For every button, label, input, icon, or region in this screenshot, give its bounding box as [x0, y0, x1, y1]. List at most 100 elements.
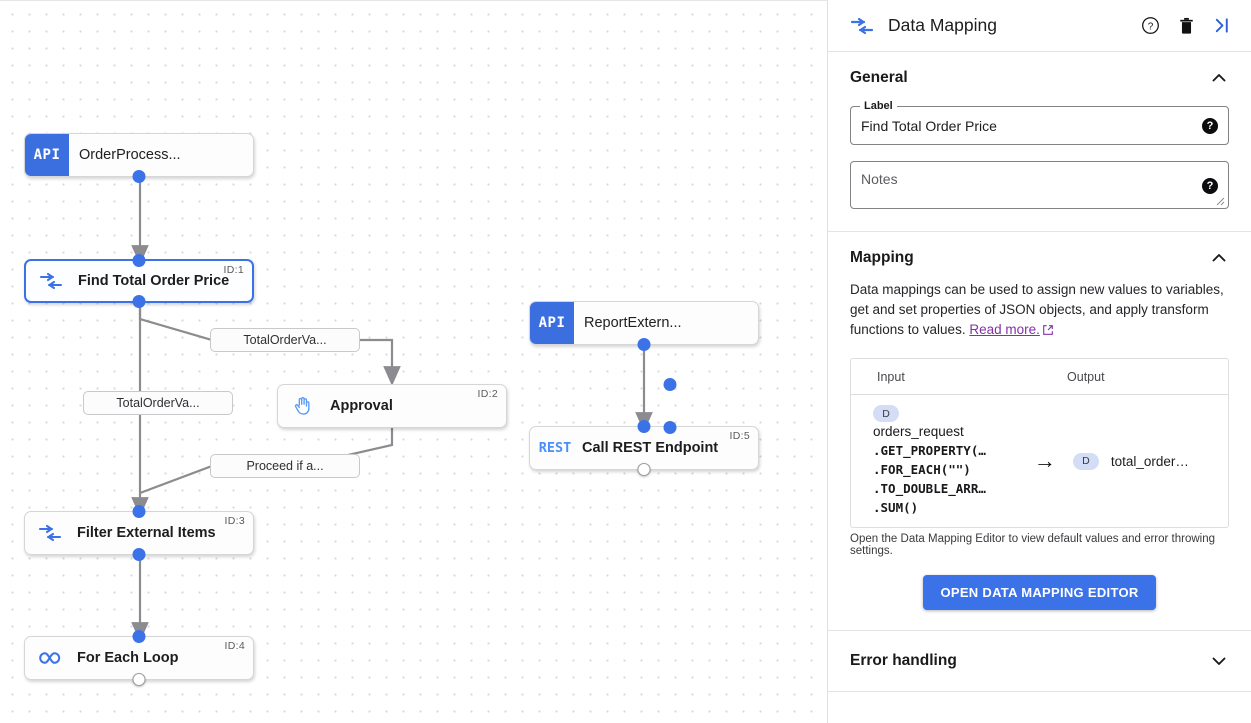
output-port[interactable]: [637, 338, 651, 351]
api-badge: API: [530, 302, 574, 344]
output-type-chip: D: [1072, 452, 1099, 470]
data-mapping-icon: [25, 524, 75, 542]
edge-label-text: TotalOrderVa...: [243, 333, 327, 347]
edge-label-proceed[interactable]: Proceed if a...: [210, 454, 360, 478]
input-port[interactable]: [132, 254, 146, 267]
panel-title: Data Mapping: [888, 15, 997, 35]
node-id-tag: ID:1: [223, 264, 244, 276]
mapping-table-row[interactable]: D orders_request .GET_PROPERTY(… .FOR_EA…: [851, 395, 1228, 527]
mapping-hint: Open the Data Mapping Editor to view def…: [850, 533, 1216, 557]
edge-label-text: TotalOrderVa...: [116, 396, 200, 410]
node-id-tag: ID:5: [729, 430, 750, 442]
general-section: General Label Find Total Order Price ? N…: [828, 52, 1251, 231]
node-id-tag: ID:2: [477, 388, 498, 400]
node-find-total-order-price[interactable]: Find Total Order Price ID:1: [24, 254, 254, 308]
trash-icon[interactable]: [1171, 11, 1201, 41]
output-port[interactable]: [132, 295, 146, 308]
node-label: Approval: [330, 398, 393, 414]
input-expression-line: .SUM(): [873, 500, 919, 515]
output-port[interactable]: [663, 421, 677, 434]
general-title: General: [850, 69, 908, 86]
node-label: For Each Loop: [77, 650, 179, 666]
node-for-each-loop[interactable]: For Each Loop ID:4: [24, 630, 254, 686]
properties-panel: Data Mapping ? General Label Find Total …: [828, 0, 1251, 723]
edge-label-text: Proceed if a...: [246, 459, 324, 473]
notes-field[interactable]: Notes ?: [850, 161, 1229, 209]
edge-label-totalordervalue-1[interactable]: TotalOrderVa...: [210, 328, 360, 352]
output-port[interactable]: [132, 170, 146, 183]
input-expression: orders_request .GET_PROPERTY(… .FOR_EACH…: [873, 422, 1017, 517]
node-approval[interactable]: Approval ID:2: [277, 378, 677, 434]
panel-header: Data Mapping ?: [828, 0, 1251, 52]
notes-help-icon[interactable]: ?: [1202, 178, 1218, 194]
chevron-up-icon[interactable]: [1209, 248, 1229, 268]
mapping-description-block: Data mappings can be used to assign new …: [840, 280, 1239, 342]
chevron-up-icon[interactable]: [1209, 68, 1229, 88]
data-mapping-icon: [850, 17, 874, 35]
input-type-chip: D: [873, 405, 899, 422]
error-handling-section: Error handling: [828, 631, 1251, 691]
error-handling-title: Error handling: [850, 652, 957, 669]
node-id-tag: ID:3: [224, 515, 245, 527]
input-port[interactable]: [637, 420, 651, 433]
node-api-orderprocess[interactable]: API OrderProcess...: [24, 133, 254, 183]
input-expression-line: .FOR_EACH(""): [873, 462, 971, 477]
loop-icon: [25, 650, 75, 666]
mapping-input-cell[interactable]: D orders_request .GET_PROPERTY(… .FOR_EA…: [851, 395, 1017, 527]
help-circle-icon[interactable]: ?: [1135, 11, 1165, 41]
input-port[interactable]: [132, 630, 146, 643]
mapping-description: Data mappings can be used to assign new …: [850, 282, 1224, 337]
edge-label-totalordervalue-2[interactable]: TotalOrderVa...: [83, 391, 233, 415]
output-port-open[interactable]: [637, 463, 651, 476]
resize-grip-icon[interactable]: [1216, 197, 1225, 206]
error-handling-section-header[interactable]: Error handling: [840, 631, 1239, 691]
input-root-variable: orders_request: [873, 424, 964, 439]
chevron-down-icon[interactable]: [1209, 651, 1229, 671]
label-field-legend: Label: [860, 100, 897, 112]
read-more-link[interactable]: Read more.: [969, 322, 1040, 337]
node-call-rest-endpoint[interactable]: REST Call REST Endpoint ID:5: [529, 420, 759, 476]
node-api-reportextern[interactable]: API ReportExtern...: [529, 301, 759, 351]
svg-text:?: ?: [1147, 21, 1153, 32]
input-expression-line: .TO_DOUBLE_ARR…: [873, 481, 986, 496]
node-label: Call REST Endpoint: [582, 440, 719, 456]
output-port[interactable]: [132, 548, 146, 561]
mapping-output-cell[interactable]: D total_order…: [1072, 452, 1228, 470]
section-divider: [828, 691, 1251, 692]
node-id-tag: ID:4: [224, 640, 245, 652]
mapping-arrow-icon: →: [1033, 448, 1056, 473]
mapping-editor-button-row: OPEN DATA MAPPING EDITOR: [840, 557, 1239, 630]
external-link-icon[interactable]: [1042, 322, 1054, 342]
mapping-table-header: Input Output: [851, 359, 1228, 395]
mapping-section-header[interactable]: Mapping: [840, 232, 1239, 278]
node-label: Find Total Order Price: [78, 273, 230, 289]
node-label: Filter External Items: [77, 525, 216, 541]
section-divider: [828, 231, 1251, 232]
edge-connectors: [131, 177, 653, 642]
node-label: ReportExtern...: [584, 315, 682, 331]
hand-icon: [278, 395, 328, 417]
open-data-mapping-editor-button[interactable]: OPEN DATA MAPPING EDITOR: [923, 575, 1156, 610]
workflow-canvas[interactable]: API OrderProcess... Find Total Order Pri…: [0, 0, 828, 723]
column-header-input: Input: [877, 369, 905, 384]
data-mapping-icon: [26, 272, 76, 290]
input-expression-line: .GET_PROPERTY(…: [873, 443, 986, 458]
label-field[interactable]: Label Find Total Order Price ?: [850, 100, 1229, 145]
general-section-header[interactable]: General: [840, 52, 1239, 98]
node-label: OrderProcess...: [79, 147, 181, 163]
collapse-right-icon[interactable]: [1207, 11, 1237, 41]
section-divider: [828, 630, 1251, 631]
label-help-icon[interactable]: ?: [1202, 117, 1218, 134]
mapping-section: Mapping Data mappings can be used to ass…: [828, 232, 1251, 630]
output-variable-name: total_order…: [1110, 453, 1189, 469]
node-filter-external-items[interactable]: Filter External Items ID:3: [24, 505, 254, 561]
api-badge: API: [25, 134, 69, 176]
label-field-value[interactable]: Find Total Order Price: [861, 117, 997, 134]
notes-placeholder: Notes: [861, 171, 898, 187]
output-port-open[interactable]: [132, 673, 146, 686]
mapping-title: Mapping: [850, 249, 914, 266]
input-port[interactable]: [663, 378, 677, 391]
column-header-output: Output: [1067, 369, 1105, 384]
input-port[interactable]: [132, 505, 146, 518]
